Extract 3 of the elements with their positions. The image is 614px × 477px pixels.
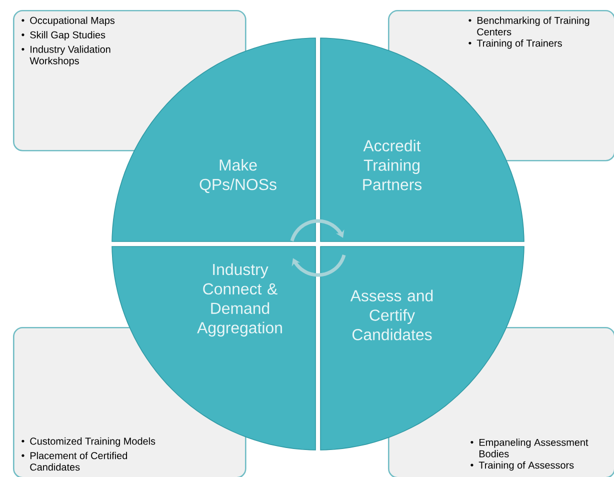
cycle-arrow [290,219,344,242]
cycle-arrow [292,254,346,277]
quadrant: Make QPs/NOSs [112,38,316,242]
